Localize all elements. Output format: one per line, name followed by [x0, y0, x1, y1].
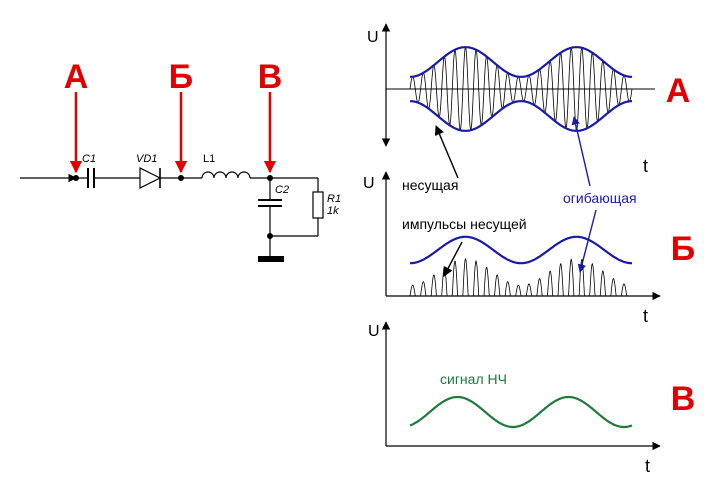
graph-a-u-label: U [367, 29, 379, 46]
graph-b: U t Б [363, 171, 695, 326]
graph-v-lf-signal [409, 395, 633, 429]
label-r1: R1 [327, 193, 341, 205]
carrier-pointer-arrow [434, 125, 459, 179]
label-r1-value: 1k [327, 205, 339, 217]
inductor-l1 [201, 171, 318, 179]
pulses-pointer-arrow [443, 241, 463, 277]
envelope-pointer-up [571, 116, 591, 187]
capacitor-c1 [76, 168, 140, 188]
diode-vd1 [139, 167, 202, 189]
graph-v-u-label: U [368, 323, 380, 340]
circuit [20, 167, 324, 262]
graph-b-t-label: t [643, 306, 648, 326]
graph-v: U t В [368, 321, 696, 476]
carrier-pulses-annotation: импульсы несущей [402, 216, 527, 232]
envelope-annotation: огибающая [563, 190, 637, 206]
graph-a-envelope-lower [410, 100, 632, 132]
junction-dots [73, 175, 273, 239]
probe-b-label: Б [169, 58, 193, 96]
label-l1: L1 [203, 153, 215, 165]
probe-a-label: А [64, 58, 89, 96]
graph-a-t-label: t [643, 156, 648, 176]
graph-b-u-label: U [363, 175, 375, 192]
resistor-r1 [270, 178, 324, 237]
graph-a: U t А [367, 23, 691, 176]
carrier-annotation: несущая [402, 177, 458, 193]
graph-v-tag: В [671, 380, 696, 418]
graph-b-carrier-pulses [409, 258, 632, 297]
graph-a-tag: А [666, 72, 691, 110]
probe-markers [69, 92, 277, 174]
graph-v-t-label: t [645, 456, 650, 476]
graph-a-envelope-upper [410, 46, 632, 78]
graph-b-envelope [410, 235, 632, 265]
envelope-pointer-down [577, 209, 597, 273]
lf-signal-annotation: сигнал НЧ [440, 371, 507, 387]
graph-b-tag: Б [671, 230, 695, 268]
probe-v-label: В [258, 58, 283, 96]
capacitor-c2 [258, 178, 282, 258]
label-vd1: VD1 [136, 153, 157, 165]
ground-symbol [258, 256, 284, 262]
graph-a-carrier-wave [409, 46, 633, 132]
label-c1: C1 [82, 153, 96, 165]
label-c2: C2 [275, 184, 289, 196]
